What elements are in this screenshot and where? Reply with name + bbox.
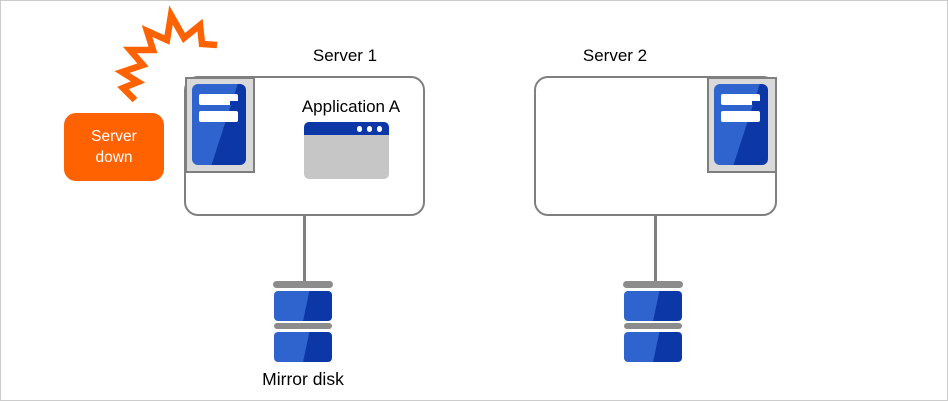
server-tower-icon [192, 84, 246, 165]
app-window-titlebar [304, 122, 389, 135]
server2-disk-connector [654, 215, 657, 283]
server2-tower-frame [707, 77, 777, 173]
app-window-icon [304, 122, 389, 179]
server-tower-icon [714, 84, 768, 165]
disk-platter [624, 291, 682, 321]
titlebar-dot-icon [376, 126, 382, 132]
disk-platter [274, 291, 332, 321]
tower-bar-icon [721, 111, 760, 122]
server1-title: Server 1 [312, 46, 378, 65]
server-down-label-line2: down [95, 149, 133, 166]
disk-separator [274, 323, 332, 329]
disk-cap [273, 281, 333, 288]
tower-bar-icon [721, 94, 760, 105]
mirror-disk-label: Mirror disk [262, 369, 344, 389]
disk-stack-icon [273, 281, 333, 362]
tower-bar-icon [199, 94, 238, 105]
disk-separator [624, 323, 682, 329]
server-down-badge: Server down [64, 113, 164, 181]
application-a-label: Application A [301, 97, 401, 116]
server-down-label-line1: Server [91, 128, 137, 145]
disk-platter [624, 332, 682, 362]
titlebar-dot-icon [356, 126, 362, 132]
crash-lightning-icon [114, 5, 218, 103]
disk-stack-icon [623, 281, 683, 362]
tower-bar-icon [199, 111, 238, 122]
server1-disk-connector [303, 215, 306, 283]
disk-cap [623, 281, 683, 288]
titlebar-dot-icon [366, 126, 372, 132]
server2-title: Server 2 [582, 46, 648, 65]
disk-platter [274, 332, 332, 362]
server1-tower-frame [185, 77, 255, 173]
